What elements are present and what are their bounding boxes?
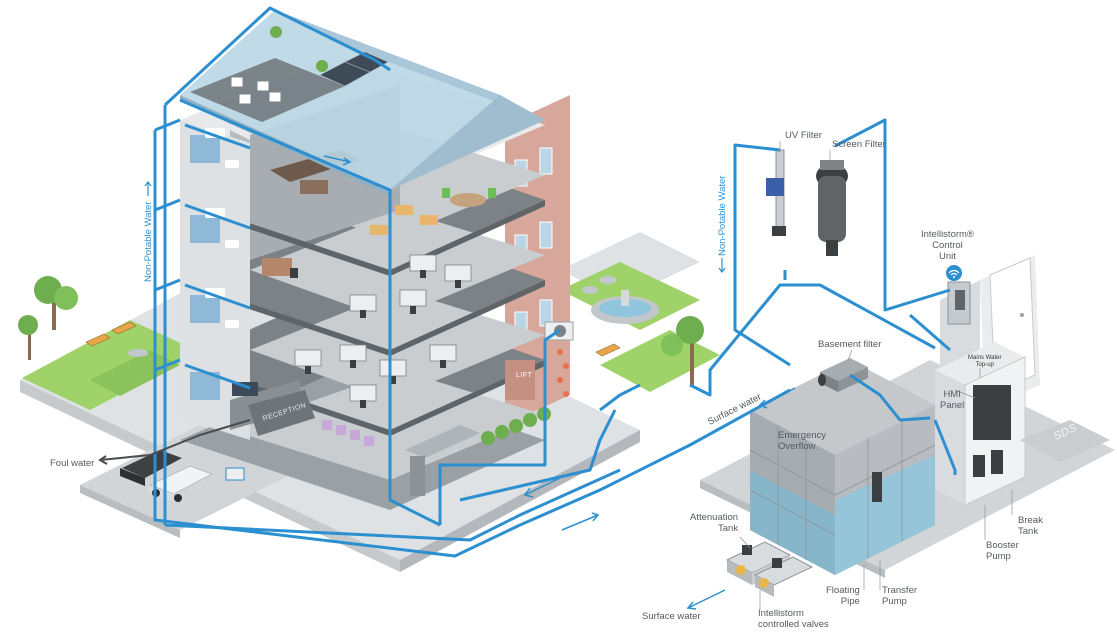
- attenuation-tank-label: Attenuation Tank: [690, 512, 739, 534]
- filter-icon: [818, 358, 868, 392]
- attenuation-tank: [749, 360, 936, 575]
- floating-pipe-label: Floating Pipe: [826, 585, 860, 607]
- hmi-panel-label: HMI Panel: [940, 389, 965, 411]
- tree-icon: [18, 276, 704, 385]
- label-leaders: [739, 141, 1013, 610]
- surface-water-bottom-label: Surface water: [642, 611, 701, 622]
- control-unit-label: Intellistorm® Control Unit: [921, 229, 974, 262]
- basement-filter-label: Basement filter: [818, 339, 882, 350]
- uv-screen-filters: [766, 149, 848, 256]
- transfer-pump-label: Transfer Pump: [882, 585, 918, 607]
- flow-arrows: [323, 155, 796, 610]
- booster-pump-label: Booster Pump: [986, 540, 1019, 562]
- foul-water-label: Foul water: [50, 458, 95, 469]
- solar-panel-icon: [319, 51, 389, 87]
- wifi-icon: [946, 265, 962, 281]
- valve-icon: [725, 541, 814, 597]
- emergency-overflow-label: Emergency Overflow: [778, 430, 827, 452]
- building: [180, 10, 574, 510]
- non-potable-water-left-label: Non-Potable Water: [143, 201, 154, 282]
- pump-icon: [973, 455, 985, 477]
- lift-sign: LIFT: [516, 372, 533, 379]
- water-pipes: [153, 6, 957, 558]
- break-tank-cabinet: [935, 342, 1026, 506]
- foul-water-pipe: [98, 419, 251, 465]
- screen-filter-label: Screen Filter: [832, 139, 886, 150]
- break-tank-label: Break Tank: [1018, 515, 1043, 537]
- mains-water-topup-label: Mains Water Top-up: [968, 355, 1002, 368]
- logo-plate: [1020, 420, 1110, 462]
- controlled-valves-label: Intellistorm controlled valves: [758, 608, 829, 630]
- non-potable-water-right-label: Non-Potable Water: [717, 175, 728, 256]
- fountain-icon: [128, 276, 659, 357]
- uv-filter-label: UV Filter: [785, 130, 822, 141]
